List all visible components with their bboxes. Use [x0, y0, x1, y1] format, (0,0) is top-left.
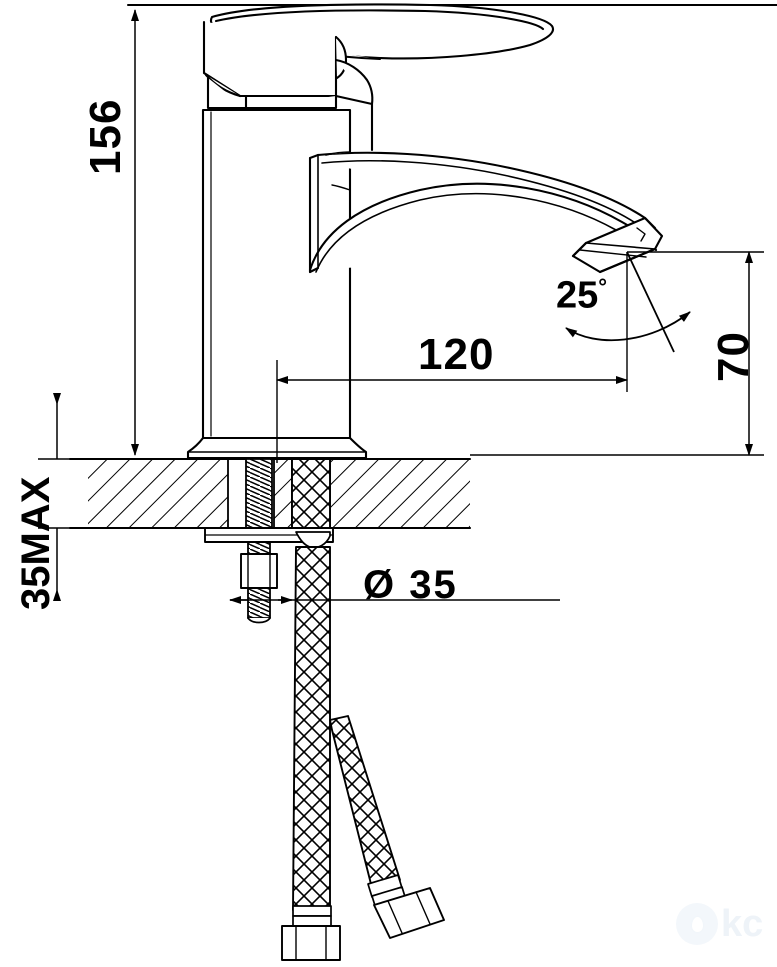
waterfall-spout	[308, 151, 658, 274]
dimension-lines	[38, 9, 764, 604]
watermark: kc	[676, 903, 763, 945]
dimension-label-reach: 120	[418, 330, 495, 379]
dimension-label-angle: 25°	[556, 276, 607, 315]
watermark-text: kc	[721, 903, 764, 945]
hose-hex-nut-right	[373, 887, 445, 939]
dimension-label-spout-height: 70	[709, 331, 758, 382]
water-drop-logo-icon	[676, 903, 718, 945]
dimension-label-counter-thickness: 35MAX	[14, 476, 58, 610]
drop-shape	[691, 916, 703, 932]
spout-outlet-tip	[571, 216, 664, 274]
countertop-section-hatched	[68, 457, 472, 530]
dim-70	[470, 251, 764, 456]
degree-symbol: °	[598, 274, 608, 299]
braided-supply-hose-left	[281, 458, 341, 961]
hex-nut	[240, 553, 278, 589]
angle-value: 25	[556, 274, 599, 317]
dim-35max	[38, 393, 92, 601]
lever-handle	[202, 3, 554, 152]
hose-hex-nut-left	[281, 925, 341, 961]
braided-supply-hose-right	[329, 715, 445, 939]
dim-25-degree	[565, 251, 691, 353]
dimension-label-height: 156	[81, 98, 130, 175]
dimension-label-hole-diameter: Ø 35	[363, 563, 458, 607]
